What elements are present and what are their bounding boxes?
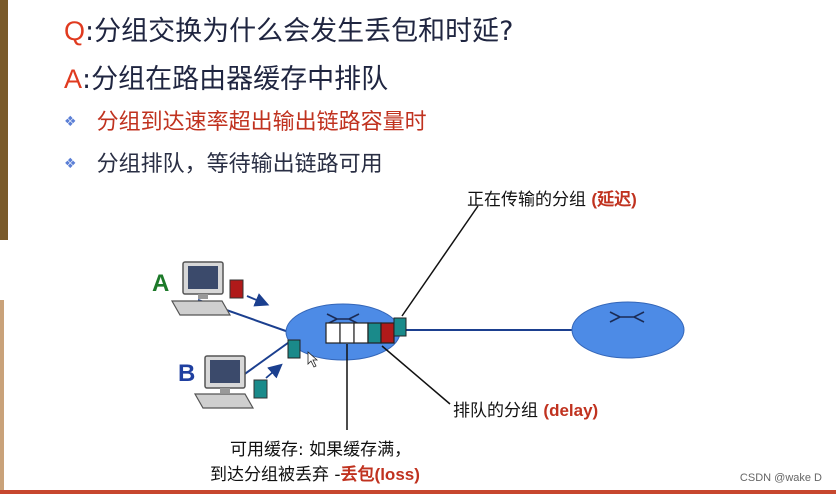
buffer-label-prefix: 到达分组被丢弃 - (210, 465, 341, 485)
slide-left-edge (0, 0, 8, 240)
transmitting-label-note: (延迟) (591, 190, 637, 209)
answer-letter: A (64, 64, 83, 94)
answer-text: :分组在路由器缓存中排队 (82, 64, 389, 95)
buffer-queue (325, 322, 395, 344)
transmitting-packet-label: 正在传输的分组 (延迟) (467, 185, 637, 210)
red-packet (229, 279, 244, 299)
buffer-label-line1: 可用缓存: 如果缓存满， (230, 440, 412, 460)
transmitting-label-text: 正在传输的分组 (467, 190, 586, 210)
arrow-a-icon (246, 293, 270, 307)
bullet-item-1: ❖ 分组到达速率超出输出链路容量时 (64, 104, 427, 136)
slide-left-edge-lower (0, 300, 4, 494)
cursor-icon (307, 351, 319, 368)
packet-loss-note: (loss) (374, 465, 420, 484)
answer-line: A:分组在路由器缓存中排队 (64, 57, 388, 96)
slide-bottom-edge (0, 490, 836, 494)
computer-b-icon (193, 355, 255, 409)
callout-transmitting (401, 205, 479, 317)
question-line: Q:分组交换为什么会发生丢包和时延? (64, 9, 513, 48)
transmitting-packet (393, 317, 407, 337)
watermark: CSDN @wake D (739, 472, 822, 484)
queued-label-text: 排队的分组 (453, 401, 538, 421)
host-b-label: B (178, 360, 196, 387)
diamond-bullet-icon: ❖ (64, 114, 77, 130)
teal-packet (253, 379, 268, 399)
bullet-item-2: ❖ 分组排队，等待输出链路可用 (64, 146, 383, 178)
queued-packet-label: 排队的分组 (delay) (453, 396, 598, 421)
computer-a-icon (170, 261, 232, 316)
router-2-icon (571, 301, 685, 359)
buffer-label-line2: 到达分组被丢弃 -丢包(loss) (210, 460, 420, 485)
host-a-label: A (152, 270, 170, 297)
question-text: :分组交换为什么会发生丢包和时延? (85, 16, 514, 47)
queued-label-note: (delay) (543, 401, 599, 420)
packet-loss-label: 丢包 (340, 465, 375, 484)
bullet-text-1: 分组到达速率超出输出链路容量时 (96, 110, 427, 135)
diamond-bullet-icon: ❖ (64, 156, 77, 172)
bullet-text-2: 分组排队，等待输出链路可用 (96, 152, 383, 177)
question-letter: Q (64, 16, 86, 46)
arrow-b-icon (265, 363, 283, 379)
arriving-packet (287, 339, 301, 359)
callout-queued (381, 345, 451, 405)
